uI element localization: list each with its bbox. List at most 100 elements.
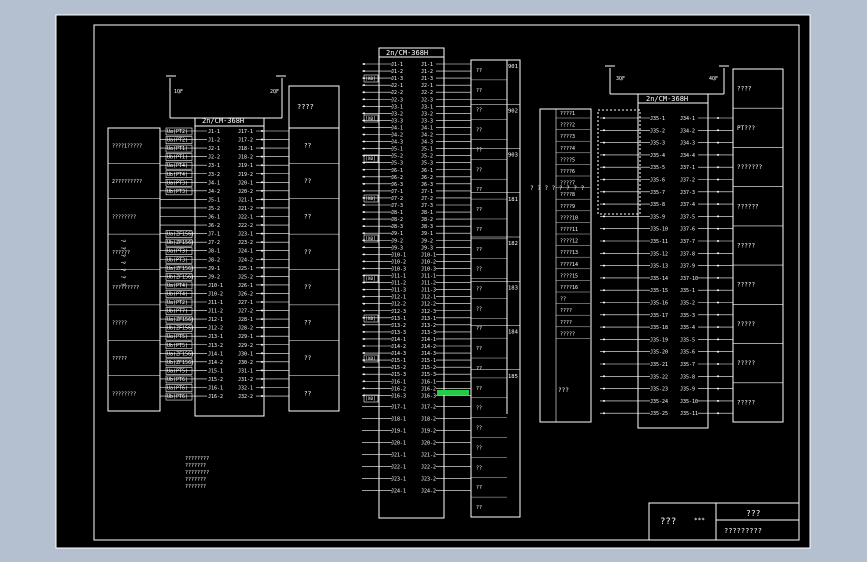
terminal-dot[interactable]: [261, 292, 263, 295]
terminal-dot[interactable]: [261, 155, 263, 158]
terminal-dot[interactable]: [363, 323, 365, 326]
terminal-dot[interactable]: [261, 275, 263, 278]
terminal-dot[interactable]: [363, 288, 365, 291]
terminal-dot[interactable]: [363, 337, 365, 340]
terminal-dot[interactable]: [603, 375, 605, 378]
terminal-dot[interactable]: [717, 276, 719, 279]
terminal-dot[interactable]: [261, 335, 263, 338]
terminal-dot[interactable]: [603, 227, 605, 230]
terminal-dot[interactable]: [717, 166, 719, 169]
terminal-dot[interactable]: [717, 387, 719, 390]
terminal-dot[interactable]: [717, 399, 719, 402]
terminal-dot[interactable]: [603, 153, 605, 156]
terminal-dot[interactable]: [603, 203, 605, 206]
breaker-2qf[interactable]: 2QF: [270, 75, 286, 118]
terminal-dot[interactable]: [261, 266, 263, 269]
terminal-dot[interactable]: [717, 227, 719, 230]
breaker-4qf[interactable]: 4QF: [709, 65, 729, 94]
terminal-dot[interactable]: [363, 112, 365, 115]
terminal-dot[interactable]: [717, 301, 719, 304]
terminal-dot[interactable]: [603, 301, 605, 304]
terminal-dot[interactable]: [363, 91, 365, 94]
terminal-dot[interactable]: [603, 289, 605, 292]
terminal-dot[interactable]: [363, 225, 365, 228]
terminal-dot[interactable]: [603, 178, 605, 181]
terminal-dot[interactable]: [261, 326, 263, 329]
breaker-3qf[interactable]: 3QF: [605, 65, 625, 94]
terminal-dot[interactable]: [363, 246, 365, 249]
terminal-dot[interactable]: [261, 224, 263, 227]
terminal-dot[interactable]: [363, 211, 365, 214]
selected-wire-highlight[interactable]: [437, 390, 469, 395]
terminal-dot[interactable]: [363, 84, 365, 87]
terminal-dot[interactable]: [363, 140, 365, 143]
terminal-dot[interactable]: [717, 264, 719, 267]
terminal-dot[interactable]: [717, 326, 719, 329]
terminal-dot[interactable]: [363, 168, 365, 171]
terminal-dot[interactable]: [363, 387, 365, 390]
terminal-dot[interactable]: [603, 350, 605, 353]
terminal-dot[interactable]: [261, 377, 263, 380]
terminal-dot[interactable]: [603, 363, 605, 365]
terminal-dot[interactable]: [261, 249, 263, 252]
terminal-dot[interactable]: [603, 129, 605, 132]
terminal-dot[interactable]: [717, 375, 719, 378]
terminal-dot[interactable]: [717, 240, 719, 242]
terminal-dot[interactable]: [603, 264, 605, 267]
terminal-dot[interactable]: [603, 117, 605, 119]
terminal-dot[interactable]: [363, 126, 365, 129]
terminal-dot[interactable]: [717, 313, 719, 316]
terminal-dot[interactable]: [363, 133, 365, 136]
terminal-dot[interactable]: [717, 129, 719, 132]
terminal-dot[interactable]: [603, 276, 605, 279]
terminal-dot[interactable]: [717, 289, 719, 292]
terminal-dot[interactable]: [603, 141, 605, 144]
terminal-dot[interactable]: [717, 153, 719, 156]
terminal-dot[interactable]: [363, 218, 365, 221]
terminal-dot[interactable]: [261, 386, 263, 389]
terminal-dot[interactable]: [717, 141, 719, 144]
terminal-dot[interactable]: [363, 189, 365, 192]
terminal-dot[interactable]: [363, 204, 365, 206]
terminal-dot[interactable]: [261, 343, 263, 346]
terminal-dot[interactable]: [363, 267, 365, 270]
terminal-dot[interactable]: [603, 326, 605, 329]
terminal-dot[interactable]: [261, 198, 263, 201]
terminal-dot[interactable]: [261, 360, 263, 363]
terminal-dot[interactable]: [363, 309, 365, 312]
terminal-dot[interactable]: [603, 412, 605, 415]
terminal-dot[interactable]: [363, 147, 365, 150]
terminal-dot[interactable]: [363, 352, 365, 355]
terminal-dot[interactable]: [603, 387, 605, 390]
terminal-dot[interactable]: [717, 363, 719, 365]
terminal-dot[interactable]: [603, 338, 605, 341]
terminal-dot[interactable]: [717, 215, 719, 218]
terminal-dot[interactable]: [261, 258, 263, 261]
terminal-dot[interactable]: [261, 164, 263, 167]
terminal-dot[interactable]: [717, 178, 719, 181]
terminal-dot[interactable]: [363, 253, 365, 256]
terminal-dot[interactable]: [363, 98, 365, 101]
terminal-dot[interactable]: [261, 232, 263, 235]
terminal-dot[interactable]: [261, 138, 263, 141]
terminal-dot[interactable]: [363, 366, 365, 369]
terminal-dot[interactable]: [717, 203, 719, 206]
terminal-dot[interactable]: [363, 232, 365, 235]
terminal-dot[interactable]: [363, 302, 365, 305]
terminal-dot[interactable]: [261, 318, 263, 321]
terminal-dot[interactable]: [261, 130, 263, 132]
terminal-dot[interactable]: [363, 182, 365, 185]
terminal-dot[interactable]: [363, 70, 365, 73]
terminal-dot[interactable]: [717, 338, 719, 341]
terminal-dot[interactable]: [261, 301, 263, 303]
terminal-dot[interactable]: [261, 215, 263, 218]
breaker-1qf[interactable]: 1QF: [166, 75, 183, 118]
terminal-dot[interactable]: [363, 260, 365, 263]
terminal-dot[interactable]: [261, 181, 263, 184]
terminal-dot[interactable]: [363, 345, 365, 347]
terminal-dot[interactable]: [603, 215, 605, 218]
terminal-dot[interactable]: [717, 190, 719, 193]
terminal-dot[interactable]: [363, 295, 365, 298]
terminal-dot[interactable]: [363, 105, 365, 108]
